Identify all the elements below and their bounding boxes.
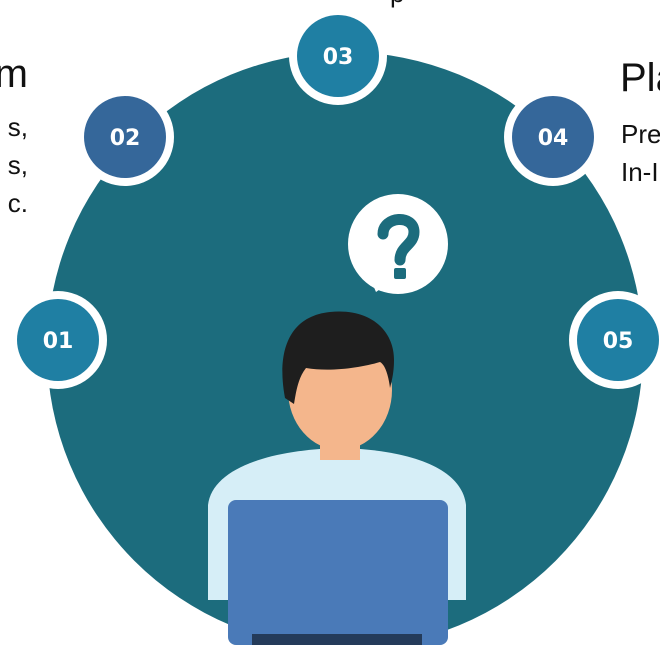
step-badge-03-fill xyxy=(297,15,379,97)
step-badge-01-fill xyxy=(17,299,99,381)
left-panel-line-3: c. xyxy=(7,188,28,218)
step-label-05: 05 xyxy=(603,329,634,354)
top-text-fragment: p xyxy=(390,0,404,8)
right-panel-title: Pla xyxy=(620,56,660,100)
step-badge-04-fill xyxy=(512,96,594,178)
person-figure xyxy=(208,311,466,645)
right-panel-line-1: Pre xyxy=(621,119,660,149)
step-badge-05: 05 xyxy=(569,291,660,389)
step-badge-03: 03 xyxy=(289,7,387,105)
step-badge-04: 04 xyxy=(504,88,602,186)
step-badge-02-fill xyxy=(84,96,166,178)
step-label-04: 04 xyxy=(538,126,569,151)
right-panel-line-2: In-I xyxy=(621,157,659,187)
left-panel-line-2: s, xyxy=(7,150,28,180)
hair xyxy=(282,311,394,404)
step-badge-01: 01 xyxy=(9,291,107,389)
step-label-02: 02 xyxy=(110,126,141,151)
left-panel-title: m xyxy=(0,52,28,96)
left-panel-line-1: s, xyxy=(7,112,28,142)
step-label-03: 03 xyxy=(323,45,354,70)
question-mark-speech-bubble-icon xyxy=(348,194,448,294)
step-badge-02: 02 xyxy=(76,88,174,186)
step-badge-05-fill xyxy=(577,299,659,381)
step-label-01: 01 xyxy=(43,329,74,354)
laptop-base xyxy=(252,634,422,645)
laptop xyxy=(228,500,448,645)
